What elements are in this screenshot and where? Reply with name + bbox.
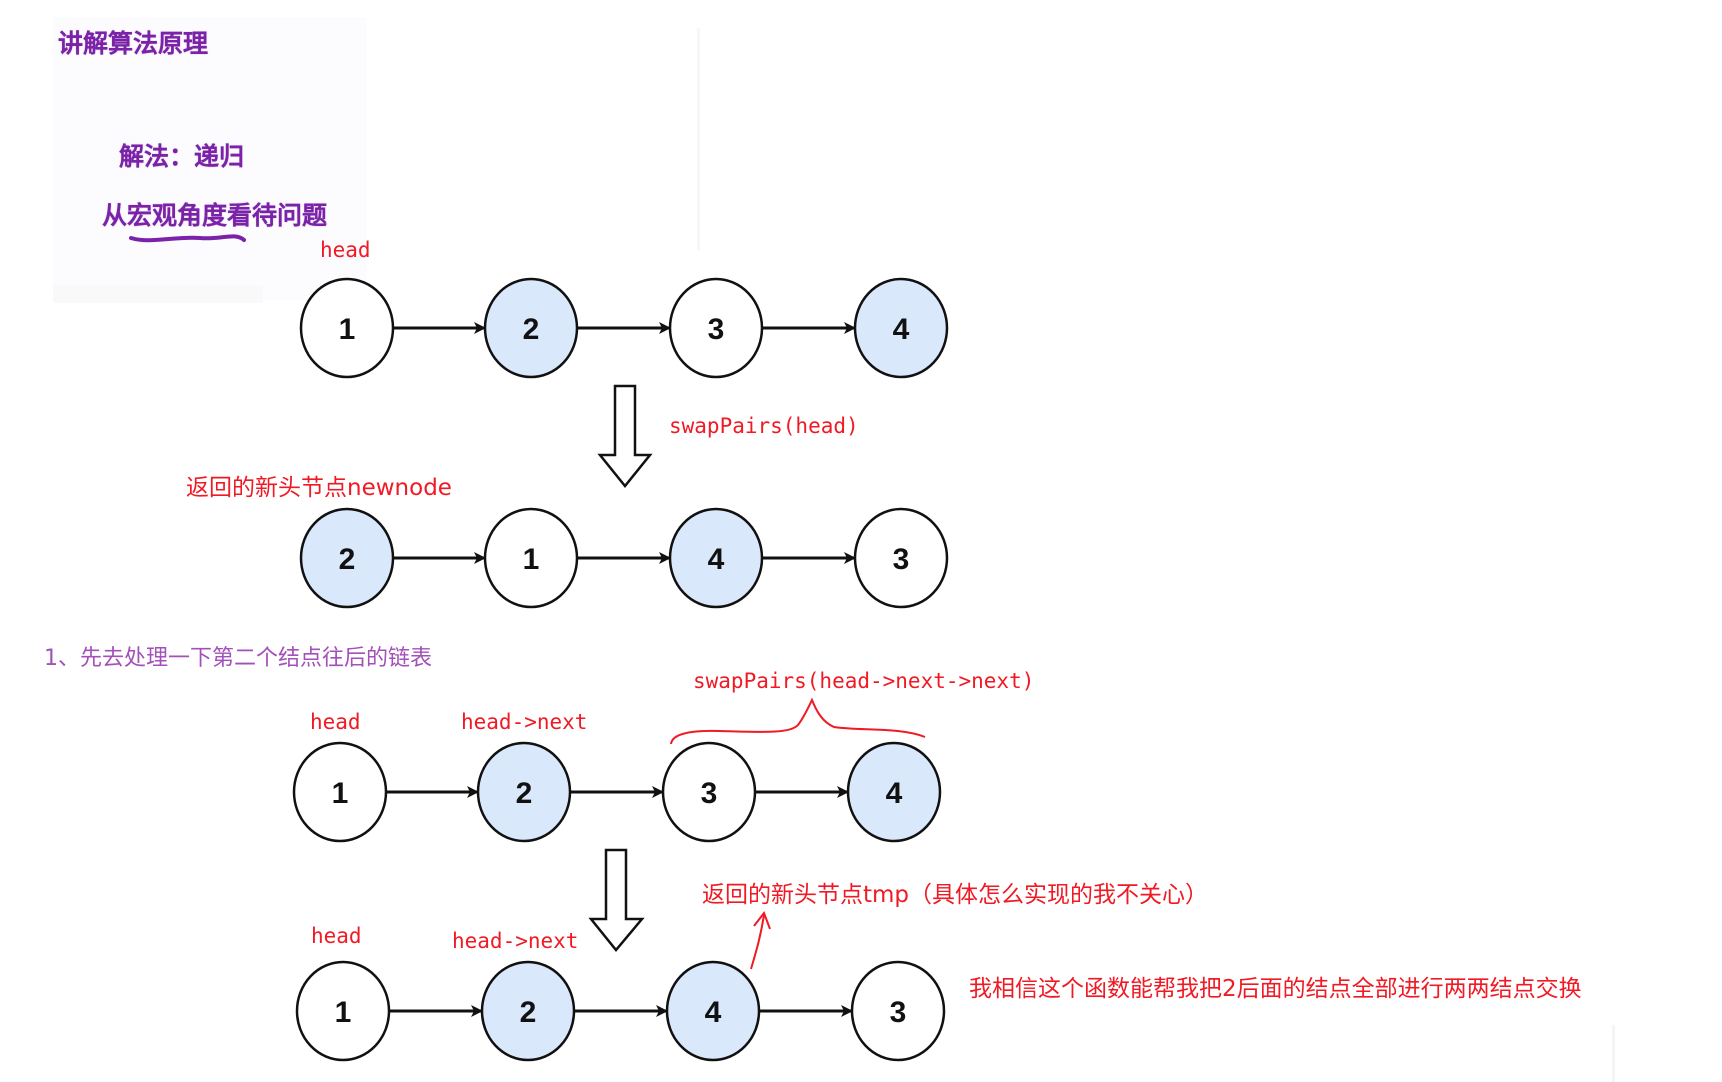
head-label-row1: head (320, 238, 371, 262)
head-next-label-row4: head->next (452, 929, 579, 953)
list-node-circle (299, 277, 395, 379)
list-node-circle (480, 960, 576, 1062)
list-node-value: 4 (708, 543, 725, 576)
tmp-result-label: 返回的新头节点tmp（具体怎么实现的我不关心） (702, 882, 1209, 908)
list-node-value: 1 (335, 996, 352, 1029)
list-node-value: 3 (701, 777, 718, 810)
list-node-value: 2 (339, 543, 356, 576)
list-node-circle (668, 507, 764, 609)
result-newnode-label: 返回的新头节点newnode (186, 475, 452, 501)
list-node-circle (299, 507, 395, 609)
method-label: 解法：递归 (119, 142, 245, 171)
list-node-value: 3 (708, 313, 725, 346)
list-node-value: 2 (523, 313, 540, 346)
perspective-label: 从宏观角度看待问题 (102, 201, 328, 230)
list-node-value: 1 (332, 777, 349, 810)
list-node-circle (853, 507, 949, 609)
list-node-circle (853, 277, 949, 379)
trust-note: 我相信这个函数能帮我把2后面的结点全部进行两两结点交换 (969, 976, 1582, 1002)
list-row-before-recursion: 1 2 3 4 (292, 741, 942, 843)
list-node-value: 1 (523, 543, 540, 576)
list-node-circle (483, 277, 579, 379)
list-node-circle (668, 277, 764, 379)
faint-divider (697, 28, 700, 250)
list-node-value: 2 (516, 777, 533, 810)
list-node-value: 2 (520, 996, 537, 1029)
recursive-call-label: swapPairs(head->next->next) (693, 669, 1035, 693)
title-panel-background (53, 17, 367, 300)
list-row-swapped: 2 1 4 3 (299, 507, 949, 609)
tmp-pointer-arrow (750, 914, 765, 970)
list-node-value: 3 (893, 543, 910, 576)
squiggle-underline (129, 234, 246, 243)
list-node-value: 4 (886, 777, 903, 810)
head-label-row4: head (311, 924, 362, 948)
list-node-value: 4 (893, 313, 910, 346)
call-label-swappairs-head: swapPairs(head) (669, 414, 859, 438)
tmp-pointer-arrowhead (753, 910, 771, 930)
step-1-label: 1、先去处理一下第二个结点往后的链表 (44, 646, 432, 671)
list-node-value: 3 (890, 996, 907, 1029)
panel-shadow-strip (53, 285, 263, 303)
list-node-value: 1 (339, 313, 356, 346)
list-node-circle (476, 741, 572, 843)
head-label-row3: head (310, 710, 361, 734)
transform-arrow-1 (597, 384, 653, 488)
list-node-circle (850, 960, 946, 1062)
list-node-value: 4 (705, 996, 722, 1029)
list-node-circle (483, 507, 579, 609)
faint-divider-bottom (1612, 1025, 1615, 1082)
list-node-circle (661, 741, 757, 843)
list-row-original: 1 2 3 4 (299, 277, 949, 379)
head-next-label-row3: head->next (461, 710, 588, 734)
list-row-after-recursion: 1 2 4 3 (295, 960, 946, 1062)
list-node-circle (846, 741, 942, 843)
transform-arrow-2 (588, 848, 645, 952)
list-node-circle (665, 960, 761, 1062)
list-node-circle (295, 960, 391, 1062)
list-node-circle (292, 741, 388, 843)
page-title: 讲解算法原理 (58, 29, 209, 58)
brace-annotation (670, 697, 926, 745)
